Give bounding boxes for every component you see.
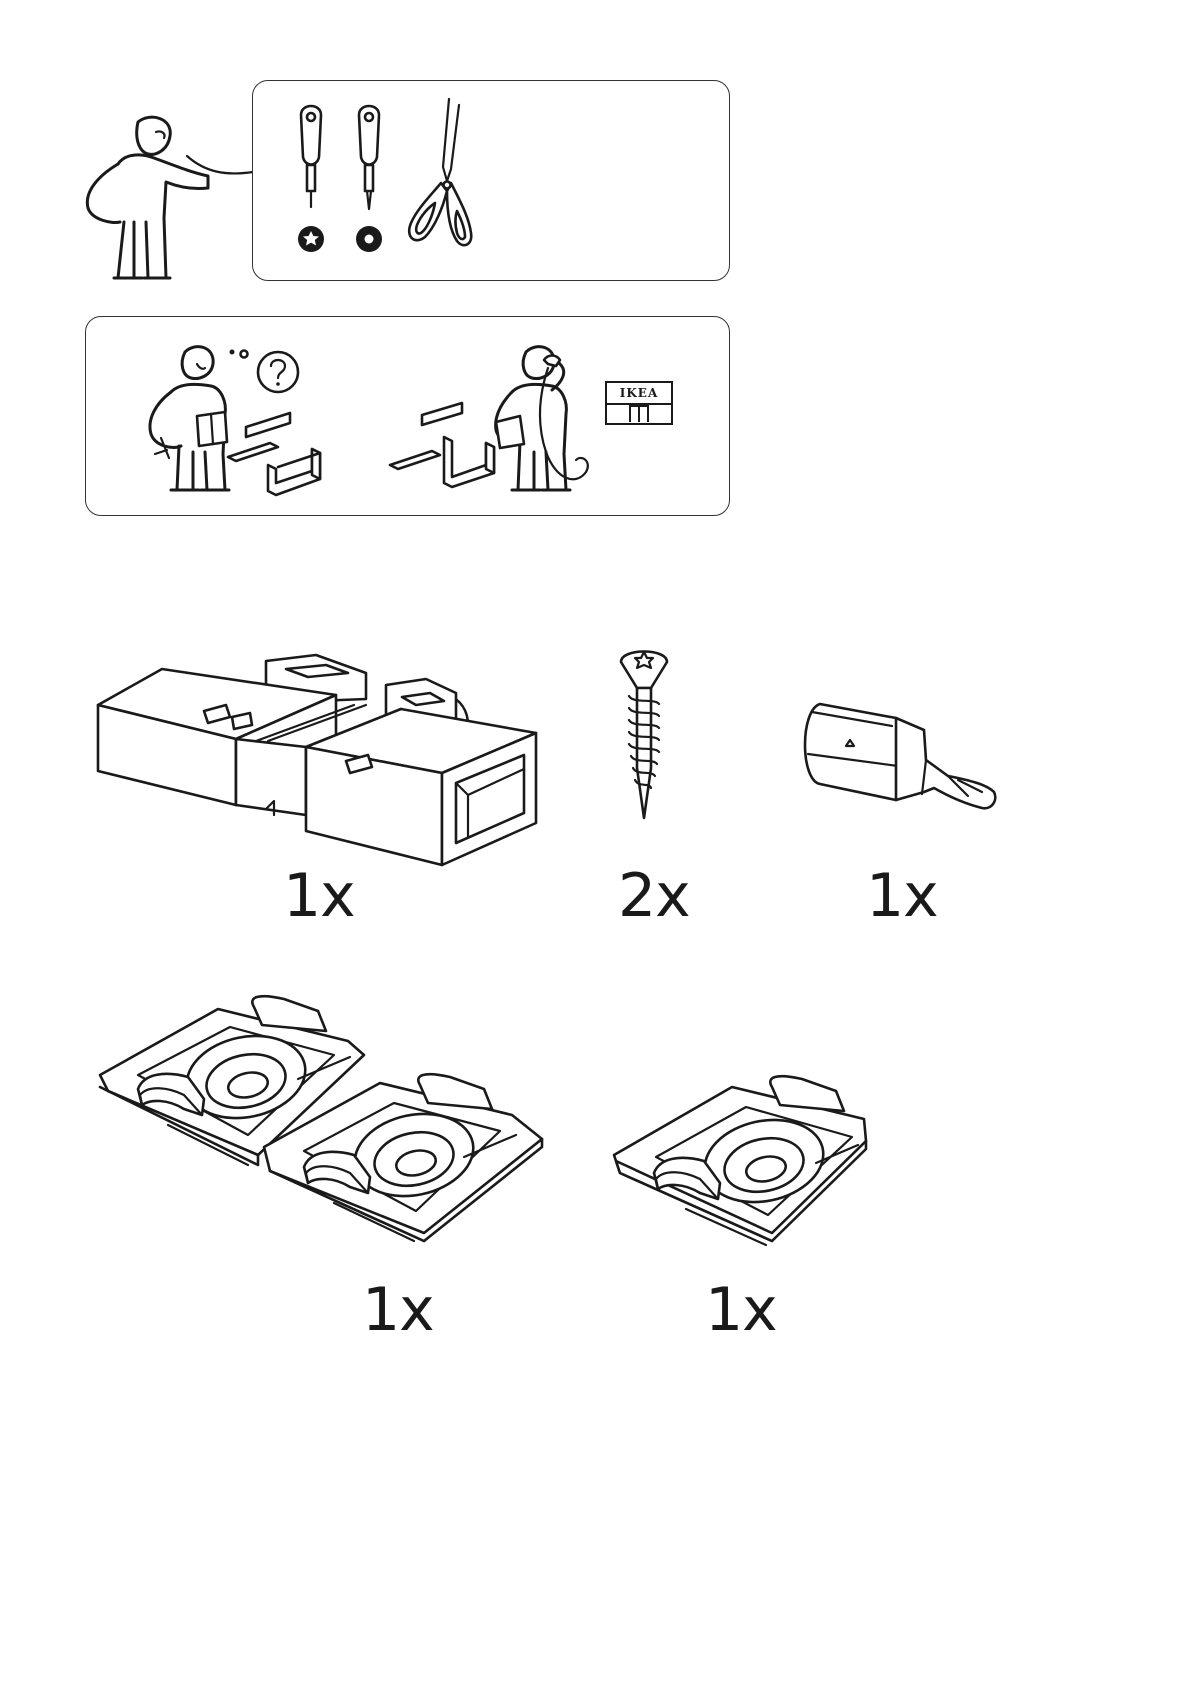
furniture-boards-icon (226, 407, 356, 497)
store-door-split (638, 407, 640, 422)
required-tools-panel (252, 80, 730, 281)
ikea-man-figure (78, 110, 258, 285)
wood-screw-part (615, 648, 675, 828)
part-quantity: 1x (866, 866, 938, 926)
part-quantity: 2x (618, 866, 690, 926)
part-quantity: 1x (705, 1280, 777, 1340)
scissors-icon (403, 99, 493, 259)
single-mounting-plate-part (612, 1065, 872, 1245)
torx-screwdriver-icon (291, 101, 331, 261)
help-contact-panel: IKEA (85, 316, 730, 516)
thought-bubble-question-icon (226, 342, 306, 402)
store-sign-label: IKEA (620, 386, 659, 400)
torx-bit-part (798, 700, 1008, 820)
ikea-store-sign: IKEA (605, 381, 673, 425)
phillips-screwdriver-icon (349, 101, 389, 261)
part-quantity: 1x (362, 1280, 434, 1340)
store-sign-banner: IKEA (607, 383, 671, 405)
double-mounting-plate-part (98, 995, 548, 1245)
part-quantity: 1x (283, 866, 355, 926)
speech-pointer (185, 150, 255, 190)
connector-bracket-part (96, 655, 546, 895)
